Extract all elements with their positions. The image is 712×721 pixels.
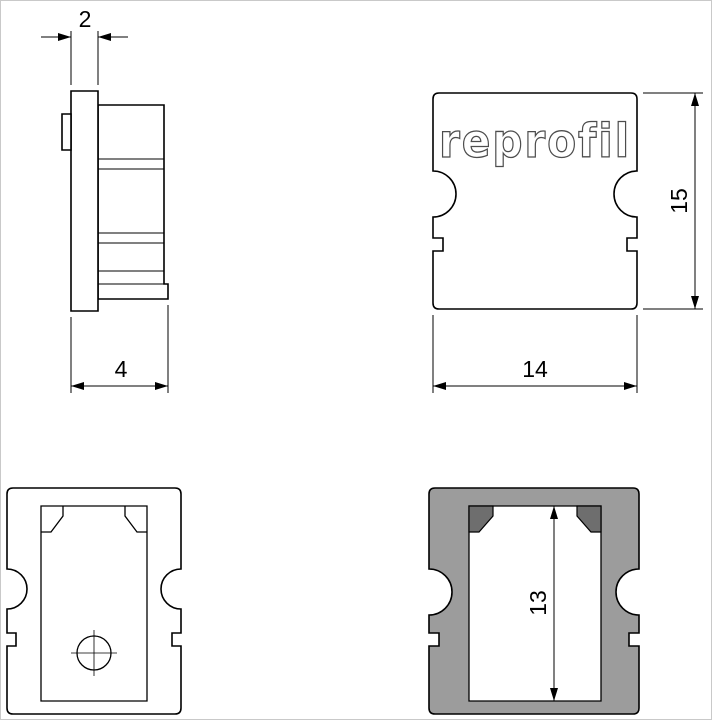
dim-height: 15 [643, 92, 703, 310]
side-view-nub-outline [61, 113, 72, 151]
dim-height-arrow-top [691, 93, 699, 106]
dim-flange-arrow-right [98, 33, 111, 41]
dim-depth: 4 [70, 305, 169, 393]
dim-depth-arrow-right [155, 382, 168, 390]
side-view [61, 90, 169, 312]
dim-depth-arrow-left [71, 382, 84, 390]
dim-width-arrow-right [624, 382, 637, 390]
section-view [428, 487, 640, 715]
section-channel-stroke [468, 505, 602, 702]
section-hook-left [468, 505, 494, 533]
dim-height-extension-lines [643, 92, 703, 310]
front-view: reprofil [432, 92, 638, 310]
back-view-outline [6, 487, 182, 715]
back-view [6, 487, 182, 715]
dim-inner-height: 13 [525, 506, 558, 701]
dim-inner-height-arrow-top [550, 506, 558, 519]
dim-width-label: 14 [522, 356, 548, 382]
side-view-flange-outline [70, 90, 99, 312]
dim-width-extension-lines [432, 315, 638, 393]
dim-depth-extension-lines [70, 305, 169, 393]
dim-flange-extension-lines [70, 31, 99, 85]
section-hook-right [576, 505, 602, 533]
screw-hole-crosshair [71, 630, 117, 676]
section-body-fill [429, 488, 639, 714]
front-view-outline [432, 92, 638, 310]
back-view-channel-outline [40, 505, 148, 702]
side-view-body-outline [97, 104, 169, 300]
dim-inner-height-arrow-bottom [550, 688, 558, 701]
side-view-detail-lines [98, 158, 164, 285]
dim-flange-arrow-left [58, 33, 71, 41]
dim-flange-thickness: 2 [41, 6, 128, 85]
section-outer-stroke [428, 487, 640, 715]
dim-width-arrow-left [433, 382, 446, 390]
brand-logo-text: reprofil [439, 114, 631, 168]
back-view-hook-outlines [41, 506, 147, 533]
dim-flange-label: 2 [79, 6, 92, 32]
dim-depth-label: 4 [115, 356, 128, 382]
dim-width: 14 [432, 315, 638, 393]
dim-height-arrow-bottom [691, 296, 699, 309]
dim-height-label: 15 [666, 188, 692, 214]
dim-inner-height-label: 13 [525, 590, 551, 616]
